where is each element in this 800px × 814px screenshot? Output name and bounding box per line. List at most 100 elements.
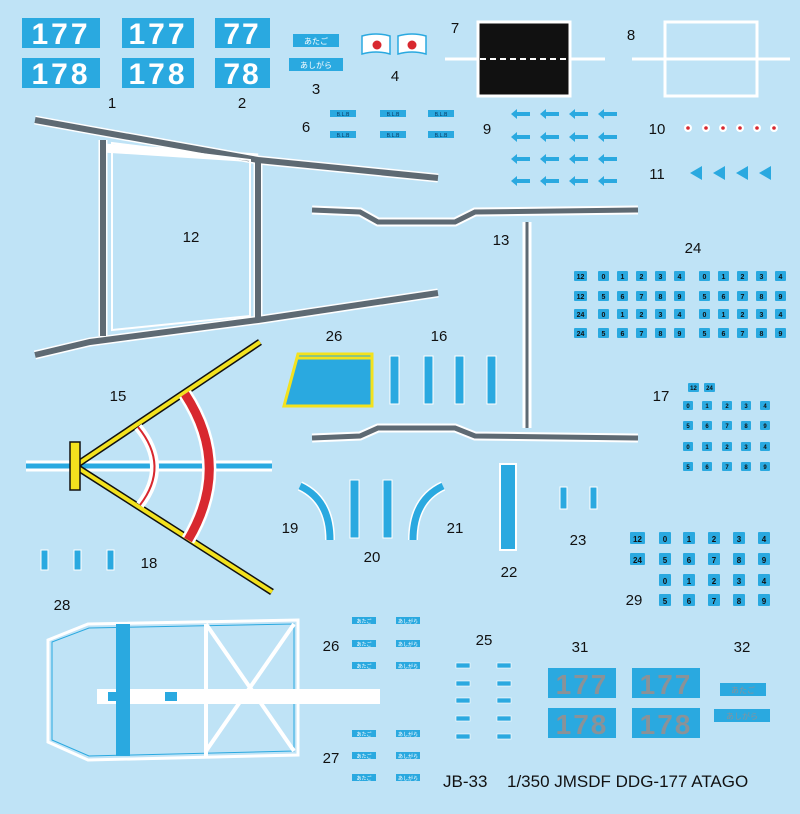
numeral-decal: 2 <box>636 271 647 281</box>
svg-text:7: 7 <box>725 424 729 430</box>
numeral-decal: 7 <box>708 594 720 606</box>
ship-name-mark: あたご <box>352 774 376 782</box>
decal-set-19 <box>297 481 335 541</box>
decal-set-6: B.L.B B.L.B B.L.B B.L.B B.L.B B.L.B <box>330 110 454 139</box>
svg-text:1: 1 <box>621 274 625 281</box>
numeral-decal: 6 <box>702 421 712 430</box>
svg-text:6: 6 <box>621 294 625 301</box>
hull-number: 77 <box>223 18 260 51</box>
svg-text:3: 3 <box>659 274 663 281</box>
numeral-decal: 4 <box>760 401 770 410</box>
decal-set-13 <box>311 205 639 443</box>
numeral-decal: 8 <box>741 462 751 471</box>
decal-set-2: 77 78 <box>215 18 270 91</box>
svg-text:あしがら: あしがら <box>398 663 418 670</box>
ship-name-mark: あたご <box>352 640 376 648</box>
numeral-decal: 0 <box>683 401 693 410</box>
numeral-decal: 1 <box>617 309 628 319</box>
svg-text:12: 12 <box>577 294 585 301</box>
svg-text:6: 6 <box>687 556 692 565</box>
svg-text:5: 5 <box>663 597 668 606</box>
svg-text:あたご: あたご <box>356 663 371 670</box>
decal-set-9-arrows <box>511 109 617 186</box>
svg-text:5: 5 <box>686 424 690 430</box>
svg-text:あしがら: あしがら <box>398 641 418 648</box>
numeral-decal: 6 <box>718 328 729 338</box>
svg-text:1: 1 <box>687 577 692 586</box>
numeral-decal: 3 <box>741 442 751 451</box>
ship-name-mark: あしがら <box>396 640 420 648</box>
decal-set-18 <box>40 549 115 571</box>
decal-set-8 <box>632 20 790 98</box>
svg-text:0: 0 <box>686 445 690 451</box>
label-3: 3 <box>312 81 320 98</box>
svg-text:4: 4 <box>763 404 767 410</box>
numeral-decal: 0 <box>659 532 671 544</box>
decal-set-26-names: あたごあしがらあたごあしがらあたごあしがら <box>352 617 420 670</box>
numeral-decal: 8 <box>733 553 745 565</box>
svg-text:9: 9 <box>678 331 682 338</box>
ship-name-mark: あたご <box>352 730 376 738</box>
svg-text:1: 1 <box>621 312 625 319</box>
numeral-decal: 5 <box>699 291 710 301</box>
svg-text:6: 6 <box>621 331 625 338</box>
svg-text:9: 9 <box>763 465 767 471</box>
ship-name-atago: あたご <box>304 36 328 46</box>
numeral-decal: 3 <box>756 271 767 281</box>
numeral-decal: 3 <box>655 309 666 319</box>
svg-text:5: 5 <box>703 294 707 301</box>
svg-text:9: 9 <box>762 597 767 606</box>
decal-set-28 <box>46 618 380 762</box>
svg-text:8: 8 <box>744 424 748 430</box>
svg-text:8: 8 <box>659 331 663 338</box>
svg-text:あたご: あたご <box>356 731 371 738</box>
numeral-decal: 8 <box>741 421 751 430</box>
svg-text:B.L.B: B.L.B <box>435 133 448 139</box>
numeral-decal: 1 <box>617 271 628 281</box>
hull-number: 78 <box>223 58 260 91</box>
svg-text:あしがら: あしがら <box>398 753 418 760</box>
bar-decal <box>496 697 512 704</box>
numeral-decal: 6 <box>718 291 729 301</box>
ship-name-mark: あしがら <box>396 662 420 670</box>
numeral-decal: 3 <box>655 271 666 281</box>
numeral-decal: 2 <box>737 309 748 319</box>
ship-name-mark: あしがら <box>396 774 420 782</box>
numeral-decal: 1 <box>683 574 695 586</box>
decal-set-26-panel <box>282 352 374 408</box>
numeral-decal: 6 <box>683 594 695 606</box>
numeral-decal: 5 <box>683 462 693 471</box>
svg-text:あたご: あたご <box>356 775 371 782</box>
numeral-decal: 0 <box>683 442 693 451</box>
svg-text:7: 7 <box>725 465 729 471</box>
svg-text:6: 6 <box>705 424 709 430</box>
label-12: 12 <box>183 229 200 246</box>
numeral-decal: 9 <box>760 421 770 430</box>
svg-text:24: 24 <box>577 312 585 319</box>
numeral-decal: 3 <box>741 401 751 410</box>
svg-text:1: 1 <box>705 404 709 410</box>
numeral-decal: 7 <box>737 291 748 301</box>
label-23: 23 <box>570 532 587 549</box>
label-8: 8 <box>627 27 635 44</box>
numeral-decal: 0 <box>598 309 609 319</box>
hull-number: 177 <box>640 669 693 700</box>
label-6: 6 <box>302 119 310 136</box>
svg-text:2: 2 <box>712 535 717 544</box>
label-10: 10 <box>649 121 666 138</box>
svg-text:あしがら: あしがら <box>398 775 418 782</box>
hull-number: 177 <box>128 18 187 51</box>
svg-text:2: 2 <box>640 312 644 319</box>
svg-text:0: 0 <box>602 274 606 281</box>
svg-text:4: 4 <box>779 274 783 281</box>
decal-set-12 <box>33 115 439 360</box>
numeral-decal: 4 <box>758 532 770 544</box>
numeral-decal: 8 <box>655 328 666 338</box>
label-4: 4 <box>391 68 399 85</box>
numeral-decal: 4 <box>674 271 685 281</box>
numeral-decal: 9 <box>758 553 770 565</box>
decal-set-1: 177 177 178 178 <box>22 18 194 91</box>
svg-text:5: 5 <box>602 294 606 301</box>
